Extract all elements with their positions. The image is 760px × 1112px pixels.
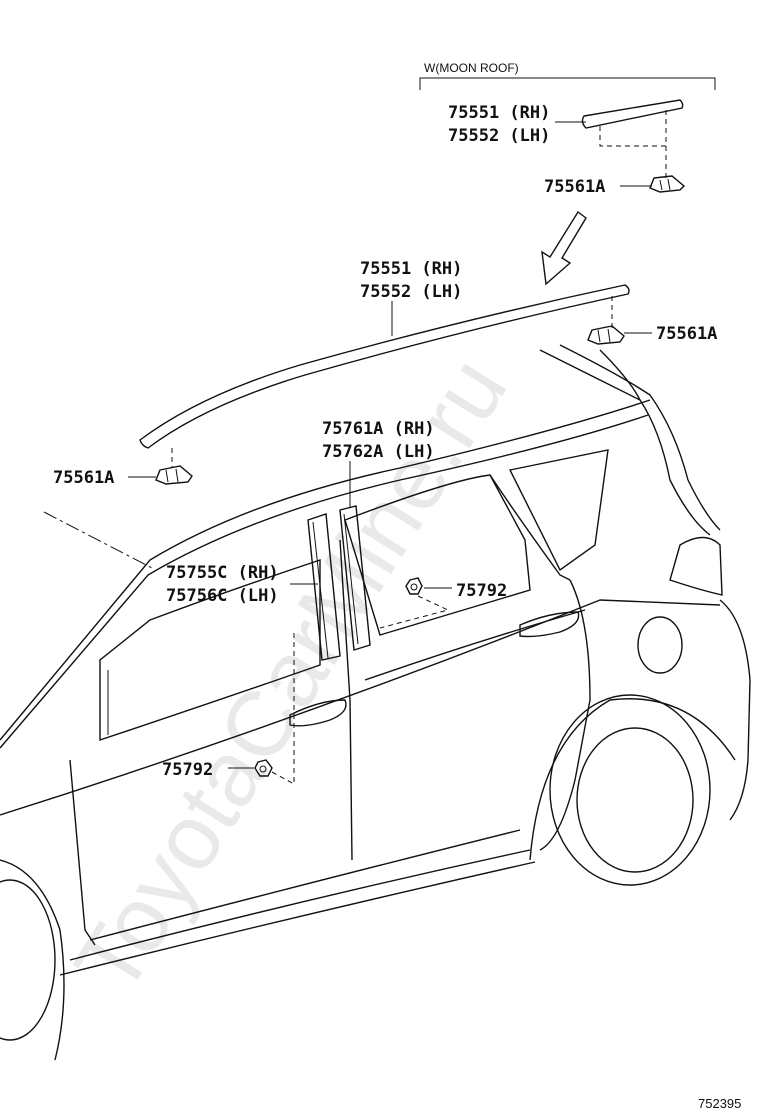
center-pillar-fastener: 75792 bbox=[162, 760, 213, 780]
roof-clip-rear: 75561A bbox=[656, 324, 717, 344]
center-pillar-garnish: 75755C (RH) 75756C (LH) 75792 bbox=[162, 513, 341, 785]
section-leader-line bbox=[43, 511, 153, 569]
center-pillar-fastener-icon bbox=[254, 759, 273, 777]
rear-pillar-fastener-icon bbox=[405, 577, 423, 595]
rear-pillar-fastener: 75792 bbox=[456, 581, 507, 601]
roof-clip-front-icon bbox=[155, 465, 193, 485]
center-pillar-part-rh: 75755C (RH) bbox=[166, 563, 279, 583]
moon-roof-inset: W(MOON ROOF) 75551 (RH) 75552 (LH) 75561… bbox=[419, 61, 716, 286]
moon-roof-clip: 75561A bbox=[544, 177, 605, 197]
roof-molding-part-lh: 75552 (LH) bbox=[360, 282, 462, 302]
direction-arrow-icon bbox=[541, 210, 587, 286]
center-pillar-part-lh: 75756C (LH) bbox=[166, 586, 279, 606]
moon-roof-clip-icon bbox=[649, 175, 686, 193]
car-body bbox=[0, 344, 751, 1061]
roof-molding-part-rh: 75551 (RH) bbox=[360, 259, 462, 279]
roof-clip-front: 75561A bbox=[53, 468, 114, 488]
roof-clip-rear-icon bbox=[587, 325, 625, 345]
rear-pillar-part-lh: 75762A (LH) bbox=[322, 442, 435, 462]
rear-pillar-part-rh: 75761A (RH) bbox=[322, 419, 435, 439]
moon-roof-caption: W(MOON ROOF) bbox=[424, 61, 519, 75]
moon-roof-part-lh: 75552 (LH) bbox=[448, 126, 550, 146]
rear-pillar-garnish: 75761A (RH) 75762A (LH) 75792 bbox=[322, 419, 507, 651]
figure-number: 752395 bbox=[698, 1096, 741, 1111]
moon-roof-part-rh: 75551 (RH) bbox=[448, 103, 550, 123]
roof-molding: 75551 (RH) 75552 (LH) 75561A 75561A bbox=[53, 259, 717, 488]
